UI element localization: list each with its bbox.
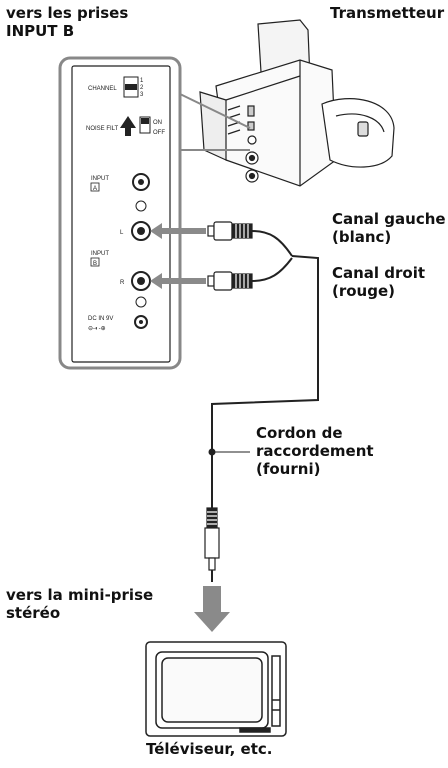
left-channel-label-line-1: Canal gauche bbox=[332, 210, 446, 228]
noise-filter-text: NOISE FILT bbox=[86, 126, 119, 132]
input-b-label: vers les prises INPUT B bbox=[6, 4, 128, 40]
mini-plug bbox=[204, 507, 220, 582]
left-insert-arrow bbox=[150, 223, 206, 239]
r-text: R bbox=[120, 280, 125, 286]
right-channel-label: Canal droit (rouge) bbox=[332, 264, 425, 300]
cord-label-line-3: (fourni) bbox=[256, 460, 321, 478]
rca-plug-right bbox=[207, 271, 253, 291]
off-text: OFF bbox=[153, 130, 165, 136]
right-channel-label-line-2: (rouge) bbox=[332, 282, 396, 300]
input-b-text: INPUT bbox=[91, 251, 109, 257]
channel-opt-2: 2 bbox=[140, 85, 144, 91]
input-b-label-line-1: vers les prises bbox=[6, 4, 129, 22]
tv-label: Téléviseur, etc. bbox=[146, 740, 273, 758]
right-insert-arrow bbox=[150, 273, 206, 289]
insertion-arrows bbox=[150, 223, 206, 289]
channel-opt-1: 1 bbox=[140, 78, 144, 84]
cord-label-line-2: raccordement bbox=[256, 442, 374, 460]
insert-down-arrow bbox=[194, 586, 230, 632]
input-a-badge-box bbox=[90, 182, 100, 192]
input-a-badge: A bbox=[93, 186, 97, 192]
dc-in-text: DC IN 9V bbox=[88, 316, 113, 322]
dc-polarity-icon: ⊖-◐-⊕ bbox=[88, 326, 106, 332]
transmitter-device bbox=[199, 19, 395, 187]
mini-jack-label-line-2: stéréo bbox=[6, 604, 61, 622]
tv-icon bbox=[145, 641, 287, 737]
input-b-badge: B bbox=[93, 261, 97, 267]
on-text: ON bbox=[153, 120, 162, 126]
connecting-cable bbox=[211, 230, 319, 510]
zoom-callout bbox=[179, 93, 251, 151]
transmitter-label: Transmetteur bbox=[330, 4, 445, 22]
channel-text: CHANNEL bbox=[88, 86, 117, 92]
left-channel-label-line-2: (blanc) bbox=[332, 228, 392, 246]
l-text: L bbox=[120, 230, 124, 236]
input-b-badge-box bbox=[90, 257, 100, 267]
input-b-label-line-2: INPUT B bbox=[6, 22, 75, 40]
input-a-text: INPUT bbox=[91, 176, 109, 182]
mini-jack-label: vers la mini-prise stéréo bbox=[6, 586, 153, 622]
left-channel-label: Canal gauche (blanc) bbox=[332, 210, 446, 246]
input-panel bbox=[58, 56, 182, 370]
rca-plug-left bbox=[207, 221, 253, 241]
mini-jack-label-line-1: vers la mini-prise bbox=[6, 586, 154, 604]
cord-label: Cordon de raccordement (fourni) bbox=[256, 424, 374, 478]
right-channel-label-line-1: Canal droit bbox=[332, 264, 426, 282]
channel-opt-3: 3 bbox=[140, 92, 144, 98]
cord-label-line-1: Cordon de bbox=[256, 424, 343, 442]
